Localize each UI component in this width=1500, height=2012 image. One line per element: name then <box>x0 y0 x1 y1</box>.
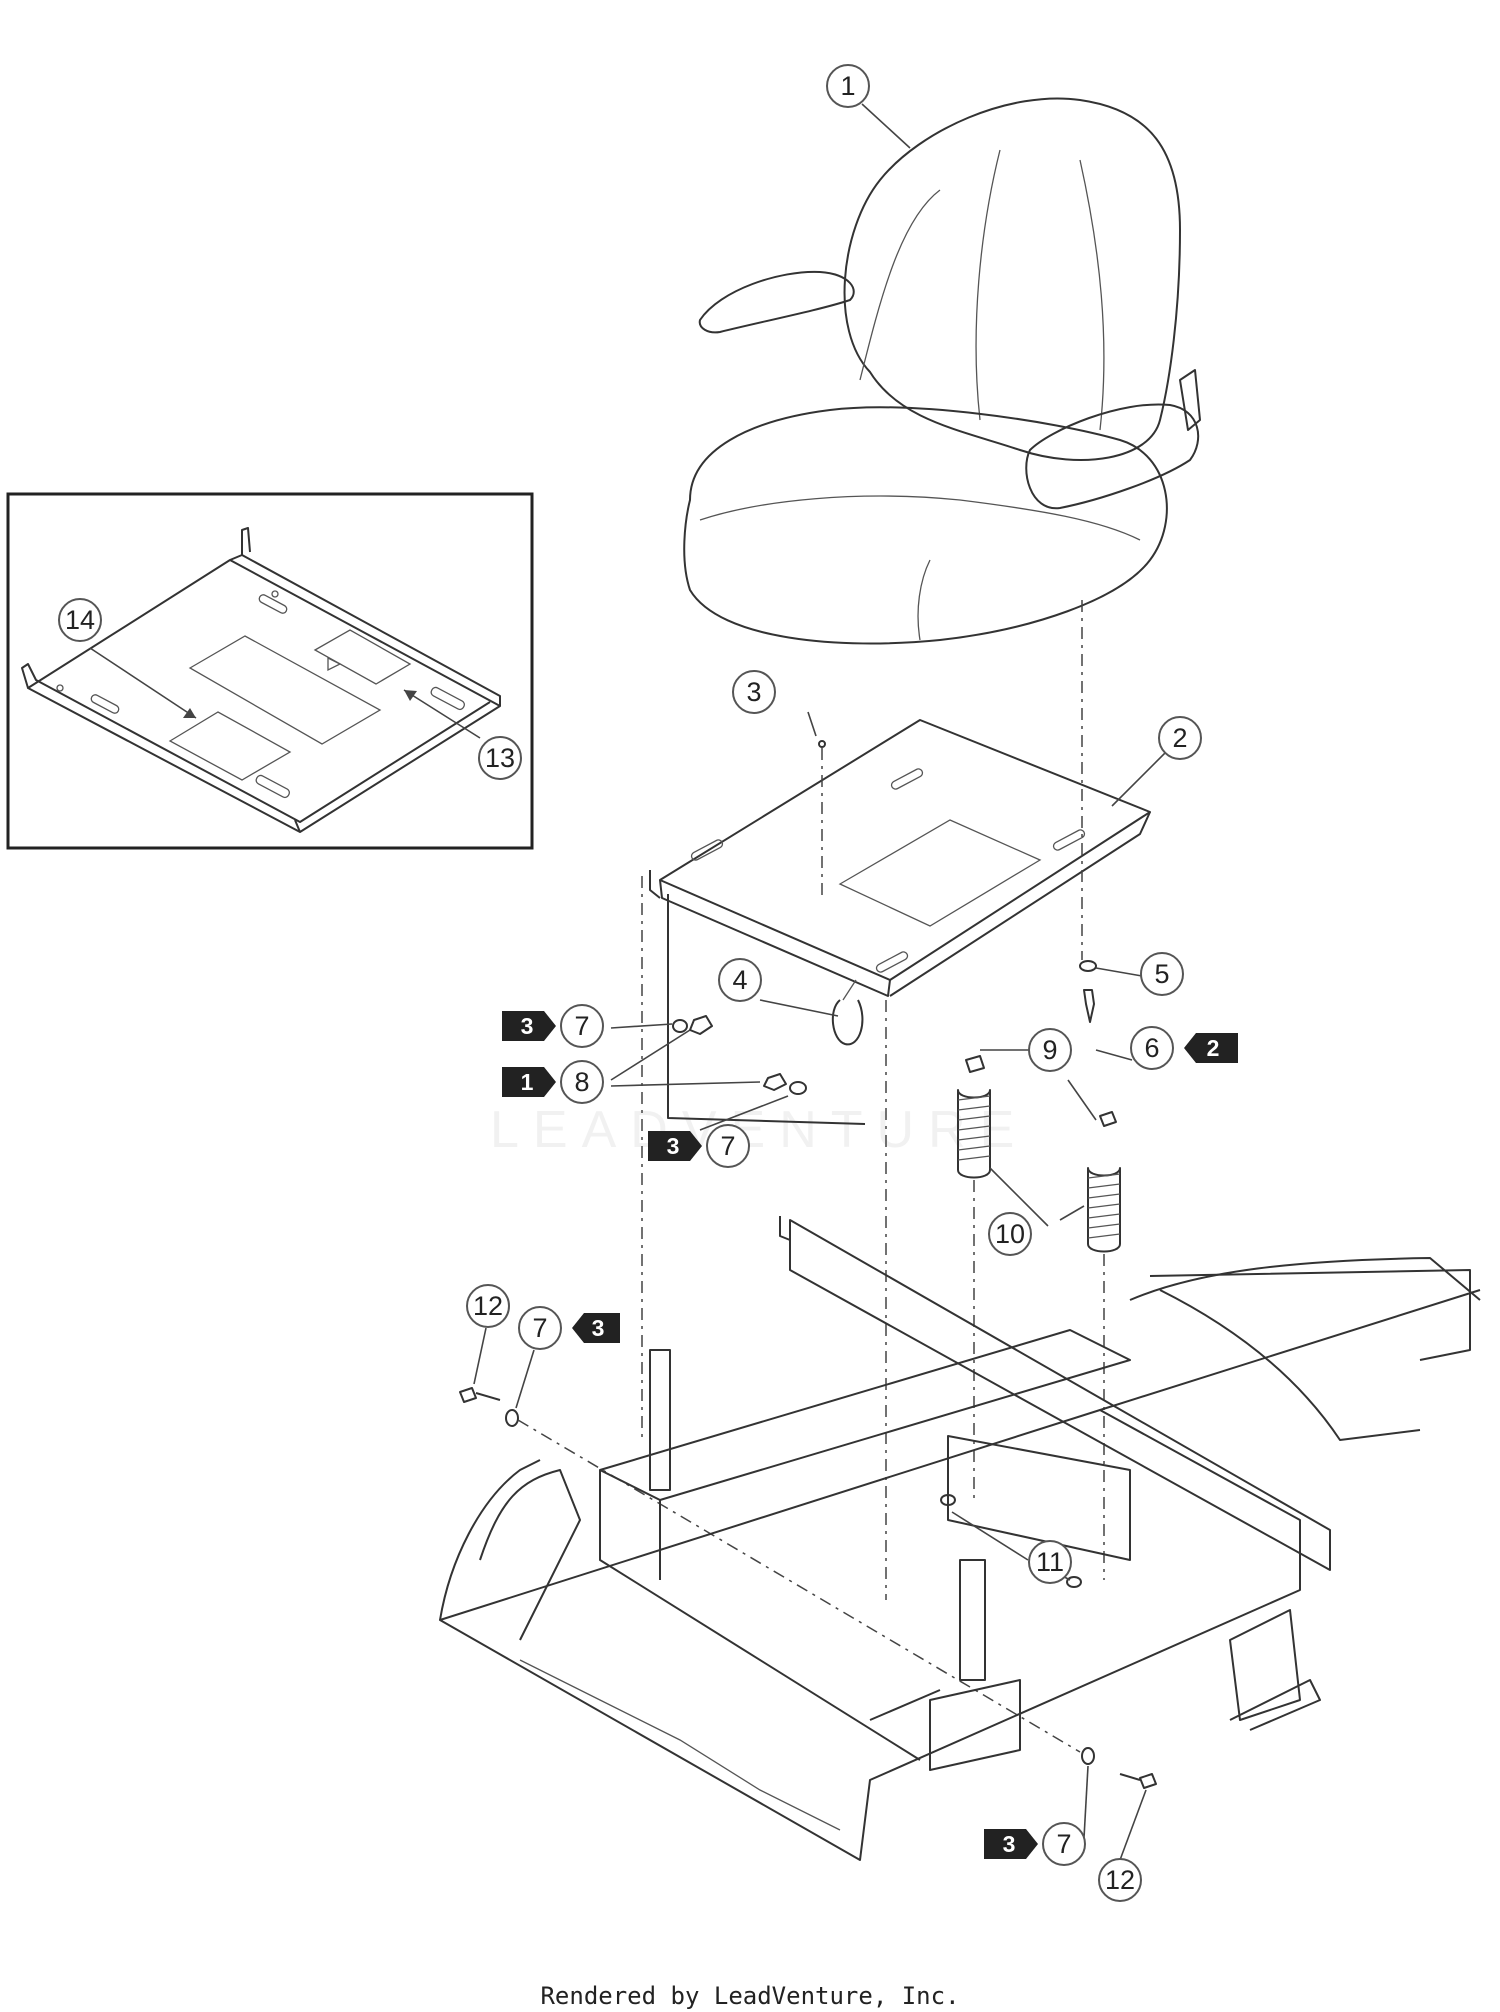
callout-9: 9 <box>1028 1028 1072 1072</box>
callout-1: 1 <box>826 64 870 108</box>
svg-text:1: 1 <box>521 1069 534 1095</box>
inset-detail <box>6 492 534 850</box>
callout-7-middle: 7 <box>706 1124 750 1168</box>
callout-12-left: 12 <box>466 1284 510 1328</box>
svg-text:6: 6 <box>1144 1033 1159 1063</box>
svg-text:7: 7 <box>1056 1829 1071 1859</box>
svg-text:7: 7 <box>574 1011 589 1041</box>
alignment-lines <box>517 600 1105 1753</box>
svg-text:3: 3 <box>1003 1831 1016 1857</box>
mower-frame <box>439 1216 1481 1861</box>
svg-text:8: 8 <box>574 1067 589 1097</box>
callout-7-upper: 7 <box>560 1004 604 1048</box>
svg-text:11: 11 <box>1036 1547 1064 1577</box>
callout-11: 11 <box>1028 1540 1072 1584</box>
svg-text:1: 1 <box>840 71 855 101</box>
svg-text:3: 3 <box>592 1315 605 1341</box>
svg-text:14: 14 <box>65 605 95 635</box>
leader-lines <box>473 103 1171 1861</box>
qty-tag-7-lower: 3 <box>984 1829 1038 1859</box>
svg-text:3: 3 <box>667 1133 680 1159</box>
callout-5: 5 <box>1140 952 1184 996</box>
callout-7-lower: 7 <box>1042 1822 1086 1866</box>
callout-10: 10 <box>988 1212 1032 1256</box>
qty-tag-8: 1 <box>502 1067 556 1097</box>
svg-text:13: 13 <box>485 743 515 773</box>
svg-text:7: 7 <box>532 1313 547 1343</box>
qty-tag-7-middle: 3 <box>648 1131 702 1161</box>
qty-tag-7-upper: 3 <box>502 1011 556 1041</box>
svg-text:2: 2 <box>1172 723 1187 753</box>
callout-4: 4 <box>718 958 762 1002</box>
svg-text:7: 7 <box>720 1131 735 1161</box>
seat-plate <box>649 719 1151 1125</box>
svg-text:12: 12 <box>473 1291 503 1321</box>
svg-text:10: 10 <box>995 1219 1025 1249</box>
callout-2: 2 <box>1158 716 1202 760</box>
callout-13: 13 <box>478 736 522 780</box>
qty-tag-6: 2 <box>1184 1033 1238 1063</box>
seat-assembly <box>683 97 1201 645</box>
svg-text:9: 9 <box>1042 1035 1057 1065</box>
svg-text:2: 2 <box>1207 1035 1220 1061</box>
callout-14: 14 <box>58 598 102 642</box>
footer-credit: Rendered by LeadVenture, Inc. <box>540 1982 960 2010</box>
callout-3: 3 <box>732 670 776 714</box>
svg-text:4: 4 <box>732 965 747 995</box>
callout-6: 6 <box>1130 1026 1174 1070</box>
svg-text:12: 12 <box>1105 1865 1135 1895</box>
svg-text:3: 3 <box>746 677 761 707</box>
qty-tag-7-left: 3 <box>572 1313 620 1343</box>
svg-text:5: 5 <box>1154 959 1169 989</box>
hardware <box>459 740 1157 1789</box>
svg-text:3: 3 <box>521 1013 534 1039</box>
callout-7-left: 7 <box>518 1306 562 1350</box>
callout-12-lower: 12 <box>1098 1858 1142 1902</box>
callout-8: 8 <box>560 1060 604 1104</box>
